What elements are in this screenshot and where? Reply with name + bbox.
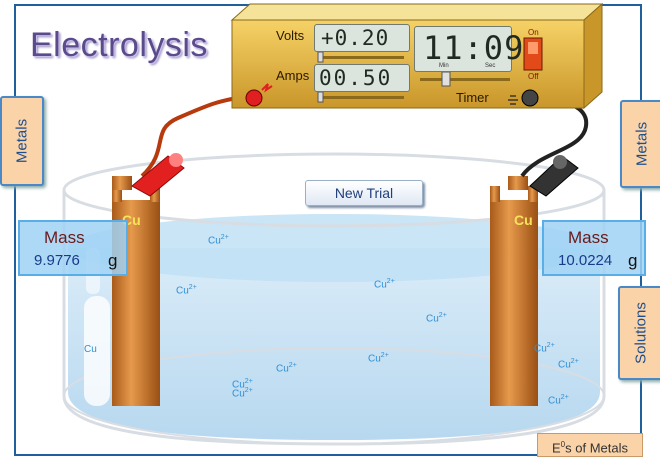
timer-sec-label: Sec	[485, 63, 496, 69]
ion-cu2plus: Cu2+	[176, 284, 197, 296]
volts-display: +0.20	[314, 24, 410, 52]
ion-cu2plus: Cu	[84, 344, 97, 355]
right-mass-box: Mass 10.0224	[542, 220, 646, 276]
page-title: Electrolysis	[30, 26, 208, 64]
tab-solutions-label: Solutions	[632, 302, 650, 364]
ion-charge: 2+	[244, 378, 253, 385]
ion-cu2plus: Cu2+	[276, 362, 297, 374]
ion-charge: 2+	[386, 278, 395, 285]
ion-charge: 2+	[438, 312, 447, 319]
power-off-label: Off	[528, 72, 539, 81]
tab-solutions[interactable]: Solutions	[618, 286, 660, 380]
timer-slider[interactable]	[418, 70, 514, 86]
right-mass-value: 10.0224	[558, 252, 613, 269]
ion-base: Cu	[84, 344, 97, 355]
volts-slider[interactable]	[314, 48, 408, 64]
ion-cu2plus: Cu2+	[232, 378, 253, 390]
e0-main: E	[552, 440, 561, 456]
black-alligator-clip[interactable]	[529, 155, 579, 197]
ion-base: Cu	[374, 279, 387, 291]
ion-charge: 2+	[570, 358, 579, 365]
left-mass-box: Mass 9.9776 g	[18, 220, 128, 276]
amps-display: 00.50	[314, 64, 410, 92]
volts-value: +0.20	[321, 26, 390, 50]
amps-slider[interactable]	[314, 90, 408, 104]
ion-charge: 2+	[244, 387, 253, 394]
ion-cu2plus: Cu2+	[558, 358, 579, 370]
ion-cu2plus: Cu2+	[374, 278, 395, 290]
new-trial-button[interactable]: New Trial	[305, 180, 423, 206]
e0-superscript: 0	[560, 440, 566, 449]
ion-cu2plus: Cu2+	[208, 234, 229, 246]
ion-cu2plus: Cu2+	[368, 352, 389, 364]
ion-base: Cu	[558, 359, 571, 371]
ion-base: Cu	[426, 313, 439, 325]
ion-cu2plus: Cu2+	[426, 312, 447, 324]
ion-base: Cu	[548, 395, 561, 407]
volts-label: Volts	[276, 28, 305, 43]
amps-label: Amps	[276, 68, 310, 83]
right-electrode-label: Cu	[514, 212, 533, 228]
ion-base: Cu	[208, 235, 221, 247]
ion-charge: 2+	[560, 394, 569, 401]
tab-right-metals[interactable]: Metals	[620, 100, 660, 188]
e0-rest: s of Metals	[565, 440, 628, 456]
right-electrode	[490, 176, 538, 406]
ion-base: Cu	[534, 343, 547, 355]
ion-charge: 2+	[288, 362, 297, 369]
left-mass-label: Mass	[44, 228, 85, 247]
red-alligator-clip[interactable]	[131, 153, 185, 197]
left-electrode	[112, 176, 160, 406]
ion-charge: 2+	[380, 352, 389, 359]
timer-min-label: Min	[439, 63, 449, 69]
ion-base: Cu	[176, 285, 189, 297]
ion-charge: 2+	[188, 284, 197, 291]
beaker	[62, 152, 606, 446]
red-wire	[140, 94, 251, 178]
power-switch[interactable]	[522, 36, 544, 72]
ion-cu2plus: Cu2+	[534, 342, 555, 354]
left-mass-value: 9.9776	[34, 252, 80, 269]
ion-base: Cu	[276, 363, 289, 375]
ion-charge: 2+	[546, 342, 555, 349]
tab-left-metals-label: Metals	[13, 118, 31, 164]
power-on-label: On	[528, 28, 539, 37]
timer-display: 11:09 Min Sec	[414, 26, 523, 72]
right-mass-unit: g	[628, 251, 638, 270]
ion-base: Cu	[232, 379, 245, 391]
ion-cu2plus: Cu2+	[548, 394, 569, 406]
tab-right-metals-label: Metals	[633, 121, 651, 167]
timer-label: Timer	[456, 90, 489, 105]
amps-value: 00.50	[319, 66, 393, 90]
ion-base: Cu	[232, 388, 245, 400]
tab-left-metals[interactable]: Metals	[0, 96, 44, 186]
ion-cu2plus: Cu2+	[232, 387, 253, 399]
ion-base: Cu	[368, 353, 381, 365]
left-mass-unit: g	[108, 251, 118, 270]
ion-charge: 2+	[220, 234, 229, 241]
e0s-of-metals-button[interactable]: E0s of Metals	[537, 433, 643, 457]
right-mass-label: Mass	[568, 228, 609, 247]
timer-value: 11:09	[423, 29, 525, 67]
